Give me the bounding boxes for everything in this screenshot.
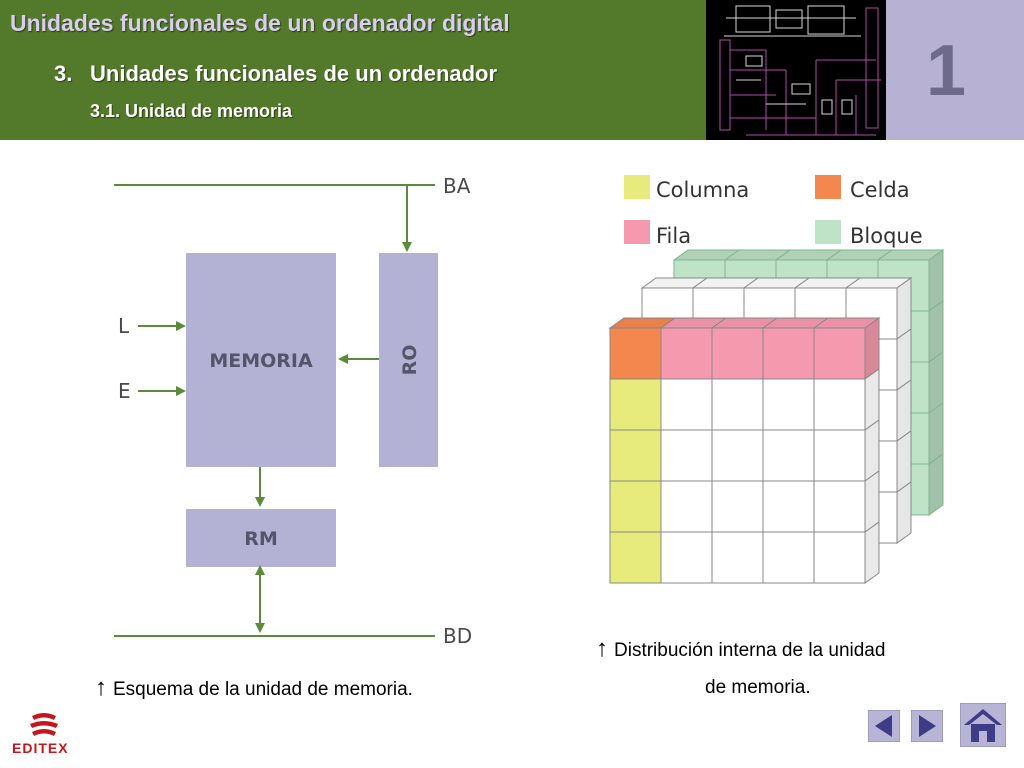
front-cell <box>660 531 713 584</box>
column-highlight-cell <box>609 531 662 584</box>
block-layer-side <box>928 351 944 414</box>
section-heading: 3. Unidades funcionales de un ordenador <box>54 61 497 87</box>
memory-block <box>186 253 336 467</box>
editex-logo-icon <box>30 713 58 736</box>
address-register-block <box>379 253 438 467</box>
column-highlight-cell <box>609 429 662 482</box>
address-bus-label: BA <box>443 174 471 198</box>
chapter-badge: 1 <box>886 0 1024 140</box>
home-icon <box>964 709 1002 742</box>
cell-highlight <box>609 327 662 380</box>
column-highlight-cell <box>609 480 662 533</box>
caption-arrow-icon: ↑ <box>95 674 107 701</box>
caption-arrow-icon: ↑ <box>596 635 608 662</box>
section-number: 3. <box>54 61 73 86</box>
middle-layer-side <box>896 430 912 493</box>
memory-cube <box>608 249 945 584</box>
triangle-left-icon <box>875 715 892 737</box>
legend: Columna Celda Fila Bloque <box>624 175 923 248</box>
header-bar: Unidades funcionales de un ordenador dig… <box>0 0 1024 140</box>
front-cell <box>762 429 815 482</box>
middle-layer-side <box>896 379 912 442</box>
memory-block-label: MEMORIA <box>209 350 313 372</box>
next-slide-button[interactable] <box>911 710 943 742</box>
section-title: Unidades funcionales de un ordenador <box>90 61 498 86</box>
legend-label-row: Fila <box>656 224 691 248</box>
block-layer-side <box>928 453 944 516</box>
presentation-title: Unidades funcionales de un ordenador dig… <box>10 10 510 36</box>
distribution-caption-line2: de memoria. <box>705 677 811 698</box>
block-layer-side <box>928 402 944 465</box>
row-highlight-cell <box>762 327 815 380</box>
legend-label-cell: Celda <box>850 178 910 202</box>
circuit-schematic-icon <box>719 5 881 136</box>
middle-layer-side <box>896 277 912 340</box>
circuit-image <box>706 0 886 140</box>
front-cell <box>762 531 815 584</box>
distribution-caption-text: Distribución interna de la unidad <box>614 640 886 661</box>
front-side <box>864 419 880 482</box>
front-cell <box>762 378 815 431</box>
front-cell <box>762 480 815 533</box>
front-side <box>864 521 880 584</box>
front-cell <box>813 429 866 482</box>
front-cell <box>813 531 866 584</box>
legend-label-column: Columna <box>656 178 749 202</box>
subsection-heading: 3.1. Unidad de memoria <box>90 101 293 121</box>
front-cell <box>711 429 764 482</box>
front-cell <box>660 480 713 533</box>
row-highlight-cell <box>813 327 866 380</box>
front-cell <box>660 429 713 482</box>
front-cell <box>813 378 866 431</box>
row-highlight-side <box>864 317 880 380</box>
column-highlight-cell <box>609 378 662 431</box>
write-signal-label: E <box>118 379 131 403</box>
memory-schema-caption-text: Esquema de la unidad de memoria. <box>113 679 413 700</box>
legend-swatch-column <box>624 175 650 199</box>
legend-swatch-cell <box>815 175 841 199</box>
legend-swatch-row <box>624 220 650 244</box>
legend-label-block: Bloque <box>850 224 923 248</box>
triangle-right-icon <box>919 715 936 737</box>
front-cell <box>711 531 764 584</box>
block-layer-side <box>928 249 944 312</box>
block-layer-side <box>928 300 944 363</box>
front-cell <box>813 480 866 533</box>
read-signal-label: L <box>118 314 130 338</box>
row-highlight-cell <box>660 327 713 380</box>
previous-slide-button[interactable] <box>868 710 900 742</box>
memory-distribution-diagram: Columna Celda Fila Bloque <box>608 175 945 584</box>
middle-layer-side <box>896 328 912 391</box>
home-button[interactable] <box>960 703 1006 747</box>
legend-swatch-block <box>815 220 841 244</box>
middle-layer-side <box>896 481 912 544</box>
chapter-number: 1 <box>925 31 967 111</box>
row-highlight-cell <box>711 327 764 380</box>
data-register-block <box>186 509 336 567</box>
front-side <box>864 368 880 431</box>
front-cell <box>711 480 764 533</box>
front-cell <box>711 378 764 431</box>
memory-schema-diagram: BA MEMORIA RO L E RM BD <box>114 174 472 648</box>
distribution-caption-line1: ↑ Distribución interna de la unidad <box>596 635 885 663</box>
memory-schema-caption: ↑ Esquema de la unidad de memoria. <box>95 674 413 702</box>
address-register-label: RO <box>399 345 421 376</box>
front-cell <box>660 378 713 431</box>
data-register-label: RM <box>244 528 278 550</box>
editex-logo-text: EDITEX <box>12 740 69 756</box>
data-bus-label: BD <box>443 624 472 648</box>
front-side <box>864 470 880 533</box>
